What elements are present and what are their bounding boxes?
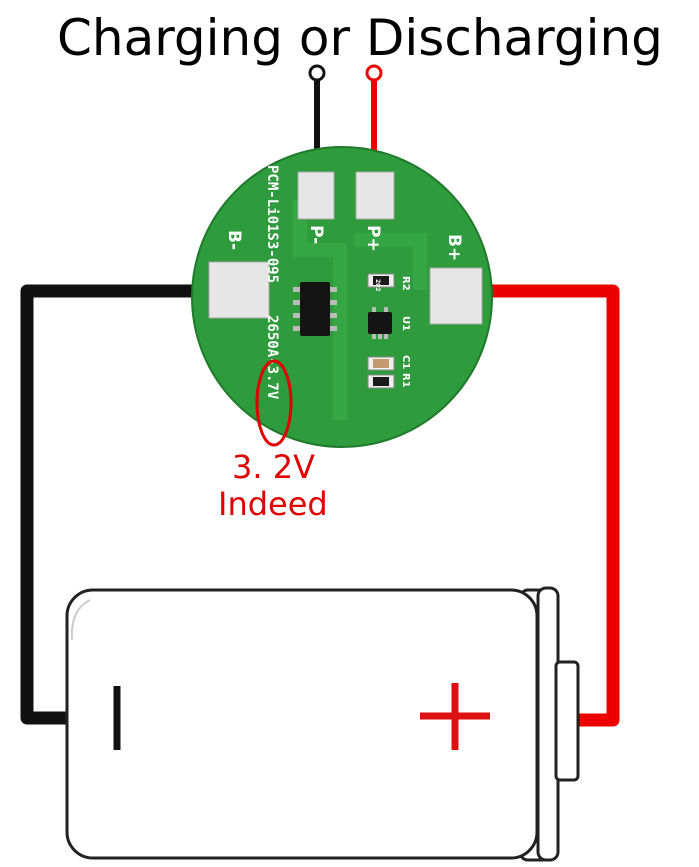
pcb-trace	[293, 200, 347, 420]
label-b-plus: B+	[444, 234, 464, 261]
protection-pcb: P- P+ B- B+ PCM-Li01S3-095 2650A-3.7V	[191, 146, 493, 448]
battery-body	[65, 588, 539, 860]
capacitor-c1	[367, 356, 395, 371]
label-r1: R1	[400, 373, 411, 388]
annotation-indeed: Indeed	[218, 485, 328, 523]
p-minus-terminal	[308, 64, 326, 82]
resistor-r2	[367, 273, 395, 288]
battery-positive-terminal	[554, 660, 580, 782]
protection-ic	[368, 307, 392, 339]
label-c1: C1	[400, 355, 411, 369]
voltage-highlight-ellipse	[255, 359, 293, 447]
p-plus-terminal	[365, 64, 383, 82]
negative-battery-wire	[20, 284, 240, 725]
label-b-minus: B-	[224, 230, 244, 250]
label-u1: U1	[400, 316, 411, 331]
label-p-minus: P-	[306, 225, 326, 244]
pcb-model-text: 2650A-3.7V	[264, 315, 280, 400]
pad-b-plus	[429, 267, 483, 325]
diagram-title: Charging or Discharging	[57, 9, 663, 67]
pcb-part-number: PCM-Li01S3-095	[264, 165, 280, 283]
pad-p-plus	[355, 171, 395, 220]
label-r2: R2	[400, 276, 411, 291]
annotation-voltage: 3. 2V	[232, 448, 315, 486]
battery-cell	[65, 586, 580, 862]
pad-p-minus	[297, 171, 335, 220]
positive-battery-wire	[455, 284, 620, 727]
mosfet-chip	[293, 282, 337, 336]
label-p-plus: P+	[363, 225, 383, 252]
resistor-r1	[367, 374, 395, 389]
r2-value: 202	[374, 279, 381, 292]
pcb-trace	[355, 233, 427, 290]
battery-body-highlight	[70, 599, 91, 641]
pad-b-minus	[208, 261, 270, 319]
